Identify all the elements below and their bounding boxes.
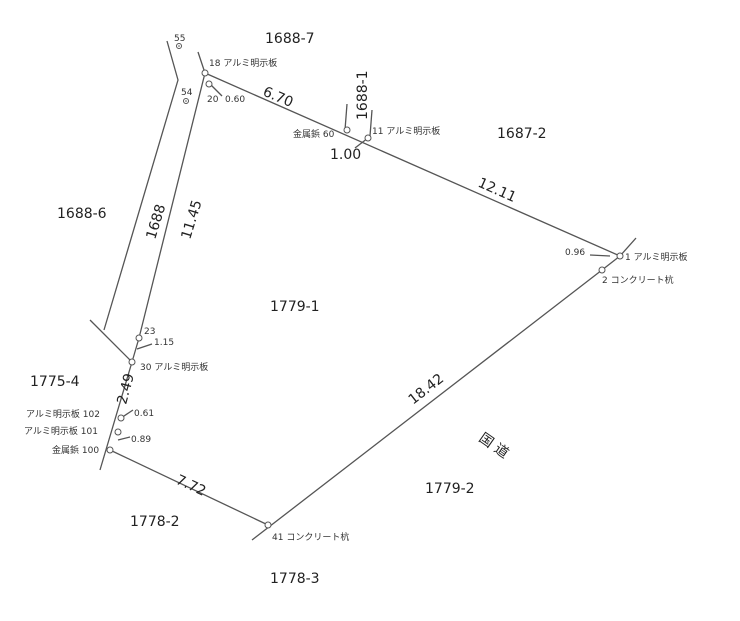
- offset-60: 1.00: [330, 147, 361, 163]
- parcel-1779-2: 1779-2: [425, 481, 475, 497]
- point-54: 54: [181, 88, 193, 98]
- point-100: 金属鋲 100: [52, 444, 99, 456]
- parcel-1688-6: 1688-6: [57, 206, 107, 222]
- parcel-1778-3: 1778-3: [270, 571, 320, 587]
- point-23: 23: [144, 327, 155, 337]
- point-20: 20: [207, 95, 219, 105]
- parcel-1688-7: 1688-7: [265, 31, 315, 47]
- point-11: 11 アルミ明示板: [372, 125, 440, 137]
- parcel-1779-1: 1779-1: [270, 299, 320, 315]
- point-55: 55: [174, 34, 185, 44]
- point-41: 41 コンクリート杭: [272, 531, 349, 543]
- point-101: アルミ明示板 101: [24, 425, 98, 437]
- parcel-1688: 1688: [144, 202, 170, 241]
- distance-2-41: 18.42: [406, 371, 447, 408]
- point-102: アルミ明示板 102: [26, 408, 100, 420]
- road-label: 国 道: [476, 430, 512, 462]
- offset-101: 0.89: [131, 435, 151, 445]
- offset-102: 0.61: [134, 409, 154, 419]
- parcel-1688-1: 1688-1: [355, 70, 371, 120]
- distance-30-100: 2.49: [114, 372, 138, 406]
- parcel-1775-4: 1775-4: [30, 374, 80, 390]
- offset-23: 1.15: [154, 338, 174, 348]
- point-18: 18 アルミ明示板: [209, 57, 277, 69]
- point-1: 1 アルミ明示板: [625, 251, 688, 263]
- parcel-1687-2: 1687-2: [497, 126, 547, 142]
- offset-20: 0.60: [225, 95, 245, 105]
- distance-18-11: 6.70: [260, 84, 295, 111]
- offset-1: 0.96: [565, 248, 585, 258]
- distance-41-100: 7.72: [173, 472, 208, 500]
- survey-points: [106, 43, 624, 529]
- point-30: 30 アルミ明示板: [140, 361, 208, 373]
- distance-18-30: 11.45: [179, 198, 206, 241]
- parcel-1778-2: 1778-2: [130, 514, 180, 530]
- point-2: 2 コンクリート杭: [602, 274, 674, 286]
- point-60: 金属鋲 60: [293, 128, 335, 140]
